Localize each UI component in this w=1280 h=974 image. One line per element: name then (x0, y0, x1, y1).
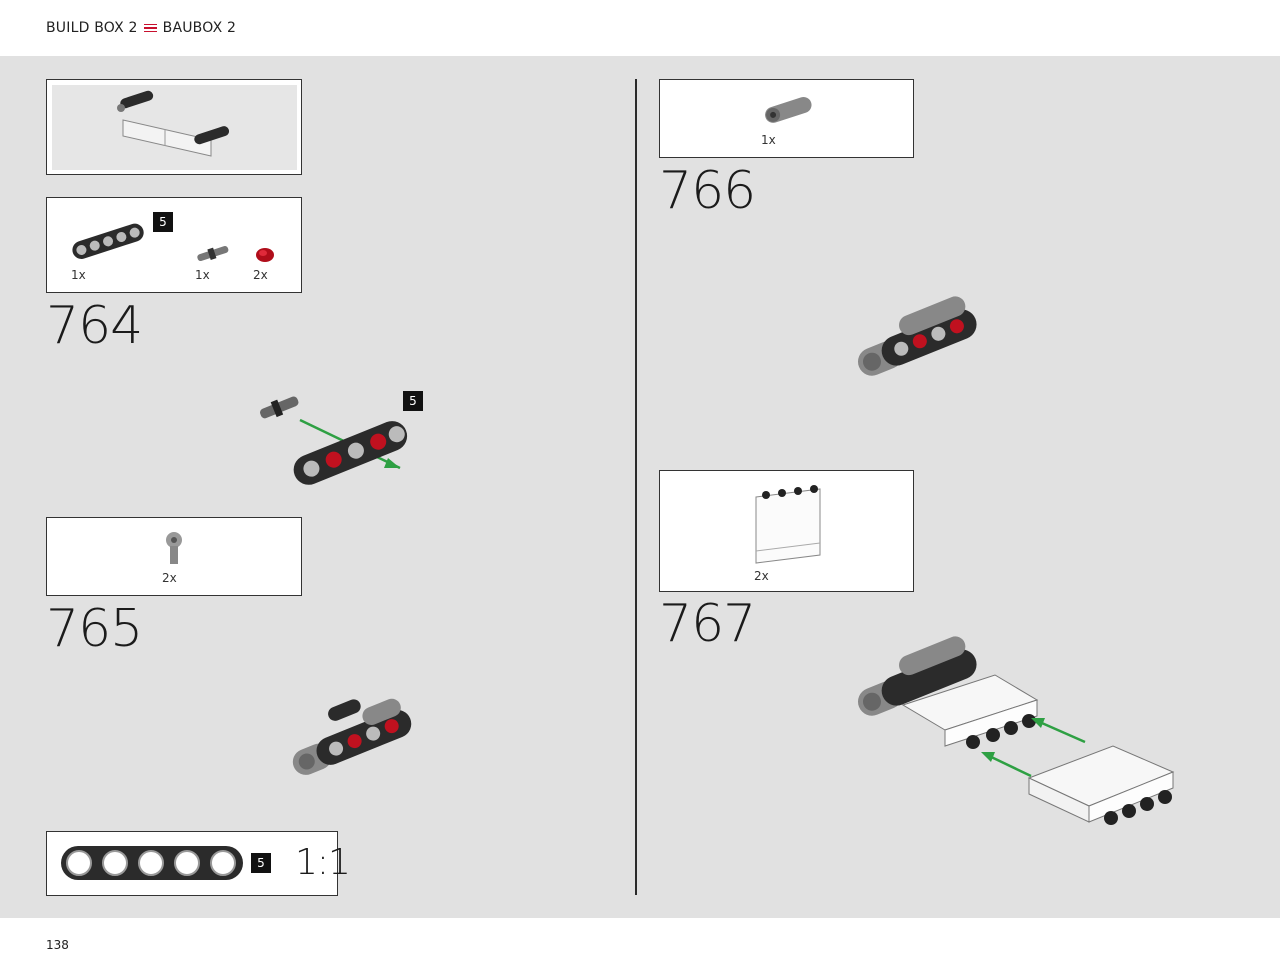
red-connector-part (256, 248, 274, 262)
step-765-assembly-image (292, 698, 412, 775)
scale-label: 1:1 (295, 842, 351, 883)
beam-ruler-image (61, 846, 243, 880)
part-quantity: 1x (761, 133, 776, 147)
axle-pin-part (197, 246, 229, 262)
scale-ruler-box: 5 1:1 (46, 831, 351, 896)
pin-connector-part (765, 97, 812, 123)
step-767-parts-box: 2x (659, 470, 914, 592)
menu-icon (143, 23, 157, 33)
ruler-length-badge: 5 (251, 853, 271, 873)
part-quantity: 2x (754, 569, 769, 583)
step-766-assembly-image (857, 296, 977, 376)
step-764-assembly-image (260, 396, 408, 485)
pin-connector-part (166, 532, 182, 564)
build-box-label: BUILD BOX 2 (46, 20, 138, 36)
step-number: 767 (659, 594, 756, 654)
baubox-label: BAUBOX 2 (162, 20, 237, 36)
page-header: BUILD BOX 2 BAUBOX 2 (46, 20, 236, 36)
beam-5-part (72, 223, 144, 259)
step-766-parts-box: 1x (659, 79, 914, 158)
part-quantity: 2x (253, 268, 268, 282)
submodel-preview-box (46, 79, 302, 175)
column-divider (635, 79, 637, 895)
step-765-parts-box: 2x (46, 517, 302, 596)
step-number: 765 (46, 599, 143, 659)
step-767-assembly-image (857, 636, 1175, 825)
part-length-badge: 5 (153, 212, 173, 232)
page-number: 138 (46, 938, 69, 952)
part-quantity: 1x (195, 268, 210, 282)
part-quantity: 2x (162, 571, 177, 585)
panel-part (755, 485, 821, 564)
part-quantity: 1x (71, 268, 86, 282)
assembly-length-badge: 5 (403, 391, 423, 411)
step-number: 764 (46, 296, 143, 356)
step-number: 766 (659, 161, 756, 221)
submodel-preview-frame (51, 84, 298, 171)
submodel-preview-image (117, 90, 230, 157)
step-764-parts-box: 5 1x 1x 2x (46, 197, 302, 293)
